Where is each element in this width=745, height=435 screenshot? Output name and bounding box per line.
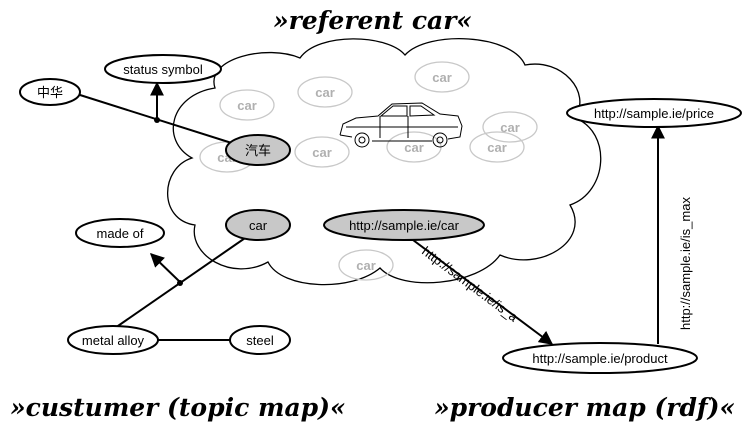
svg-text:http://sample.ie/car: http://sample.ie/car bbox=[349, 218, 459, 233]
cloud-car-ellipse bbox=[414, 61, 470, 93]
car-illustration-icon bbox=[339, 102, 463, 148]
svg-text:汽车: 汽车 bbox=[245, 143, 271, 158]
svg-text:made of: made of bbox=[97, 226, 144, 241]
cloud-car-label: car bbox=[356, 258, 376, 273]
cloud-car-ellipse bbox=[338, 249, 394, 281]
cloud-car-label: car bbox=[404, 140, 424, 155]
node-metal-alloy: metal alloy bbox=[67, 325, 159, 355]
node-made-of: made of bbox=[75, 218, 165, 248]
cloud-car-ellipse bbox=[219, 89, 275, 121]
node-car: car bbox=[225, 209, 291, 241]
cloud-car-label: car bbox=[237, 98, 257, 113]
cloud-car-ellipse bbox=[297, 76, 353, 108]
title-producer-map: »producer map (rdf)« bbox=[434, 393, 736, 422]
junction-dot bbox=[154, 117, 160, 123]
cloud-car-ellipse bbox=[294, 136, 350, 168]
node-steel: steel bbox=[229, 325, 291, 355]
rdf-edges bbox=[404, 124, 665, 345]
svg-text:http://sample.ie/price: http://sample.ie/price bbox=[594, 106, 714, 121]
edge-label-is-max: http://sample.ie/is_max bbox=[678, 197, 693, 330]
svg-text:http://sample.ie/product: http://sample.ie/product bbox=[532, 351, 668, 366]
cloud-car-ellipse bbox=[482, 111, 538, 143]
cloud-car-label: car bbox=[500, 120, 520, 135]
svg-text:status symbol: status symbol bbox=[123, 62, 203, 77]
node-qiche: 汽车 bbox=[225, 134, 291, 166]
node-product: http://sample.ie/product bbox=[502, 342, 698, 374]
node-car-uri: http://sample.ie/car bbox=[323, 209, 485, 241]
cloud-car-label: car bbox=[315, 85, 335, 100]
cloud-car-label: car bbox=[487, 140, 507, 155]
node-status-symbol: status symbol bbox=[104, 54, 222, 84]
title-customer-topic-map: »custumer (topic map)« bbox=[10, 393, 346, 422]
cloud-car-ellipse bbox=[469, 131, 525, 163]
node-price: http://sample.ie/price bbox=[566, 98, 742, 128]
title-referent-car: »referent car« bbox=[272, 6, 473, 35]
cloud-car-label: car bbox=[312, 145, 332, 160]
svg-text:car: car bbox=[249, 218, 268, 233]
node-zhonghua: 中华 bbox=[19, 78, 81, 106]
svg-text:steel: steel bbox=[246, 333, 274, 348]
junction-dot bbox=[177, 280, 183, 286]
svg-text:metal alloy: metal alloy bbox=[82, 333, 145, 348]
cloud-car-label: car bbox=[432, 70, 452, 85]
svg-text:中华: 中华 bbox=[37, 85, 63, 100]
